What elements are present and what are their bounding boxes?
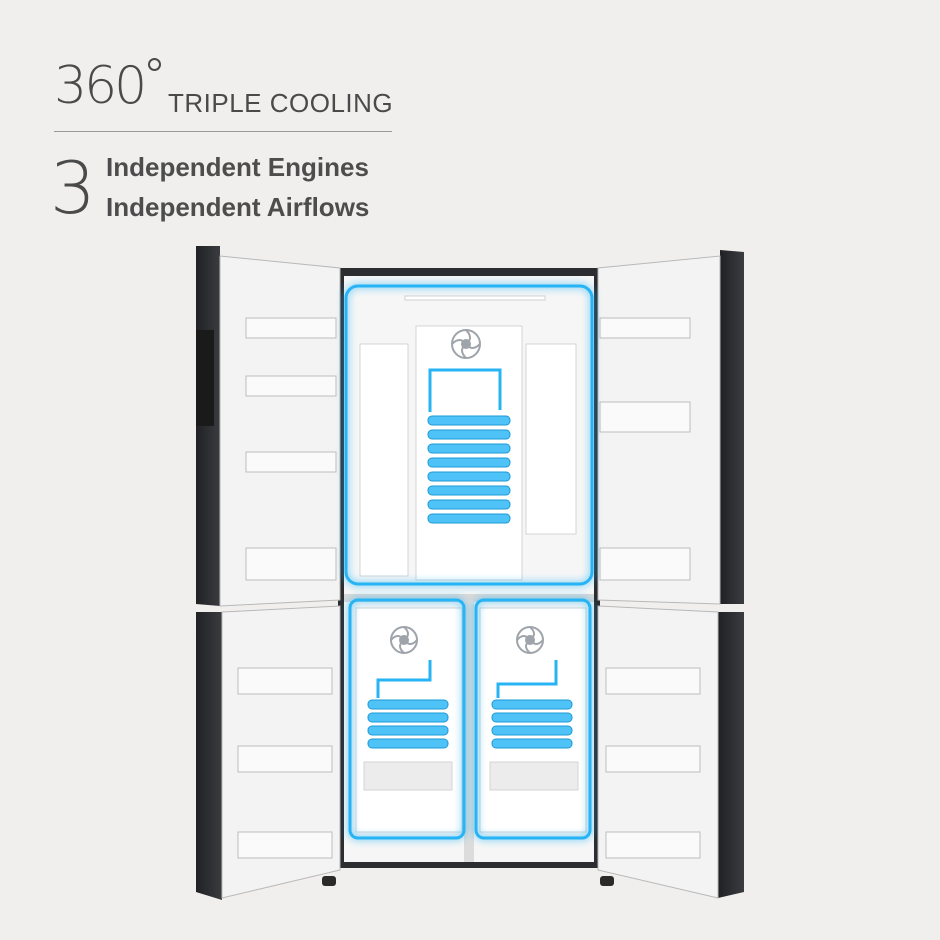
divider [54, 131, 392, 132]
refrigerant-tubes [376, 368, 558, 698]
feature-line-engines: Independent Engines [106, 152, 369, 182]
control-panel [196, 330, 214, 426]
degree-symbol [148, 58, 161, 71]
logo-360: 360 [54, 56, 147, 116]
left-upper-door [196, 246, 341, 607]
feature-line-airflows: Independent Airflows [106, 192, 370, 222]
cooling-zone-outlines [344, 284, 594, 840]
fan-icon [390, 329, 544, 654]
right-upper-door [597, 250, 744, 605]
headline: 360 TRIPLE COOLING 3 Independent Engines… [0, 0, 940, 240]
tagline: TRIPLE COOLING [168, 88, 394, 118]
right-lower-door [597, 605, 744, 899]
evaporator-coil-icon [367, 415, 573, 749]
left-lower-door [196, 605, 341, 900]
big-number: 3 [50, 146, 96, 230]
feet [322, 876, 614, 886]
